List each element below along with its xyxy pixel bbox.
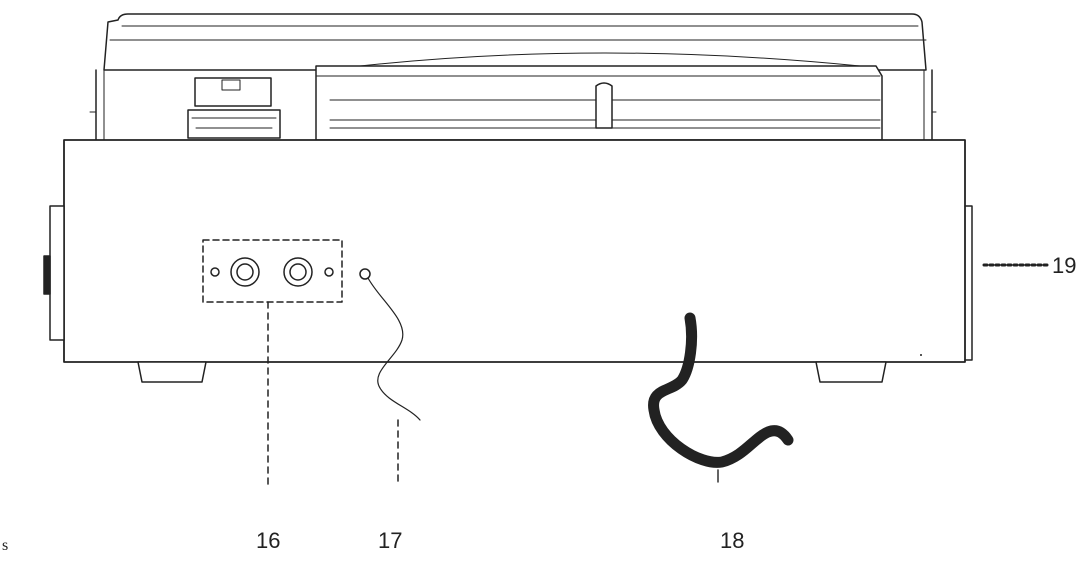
callout-18: 18: [720, 528, 745, 553]
dust-cover: [89, 13, 937, 141]
callout-17: 17: [378, 528, 403, 553]
rca-jack-panel: [202, 239, 343, 487]
stray-mark: s: [2, 537, 9, 554]
ground-wire: [359, 268, 421, 487]
feet: [137, 361, 887, 383]
platter: [315, 52, 883, 141]
callout-19: 19: [1052, 253, 1077, 278]
switch-block: [187, 77, 281, 139]
callout-16: 16: [256, 528, 281, 553]
power-cord: [648, 312, 794, 483]
base-body: [43, 139, 973, 363]
